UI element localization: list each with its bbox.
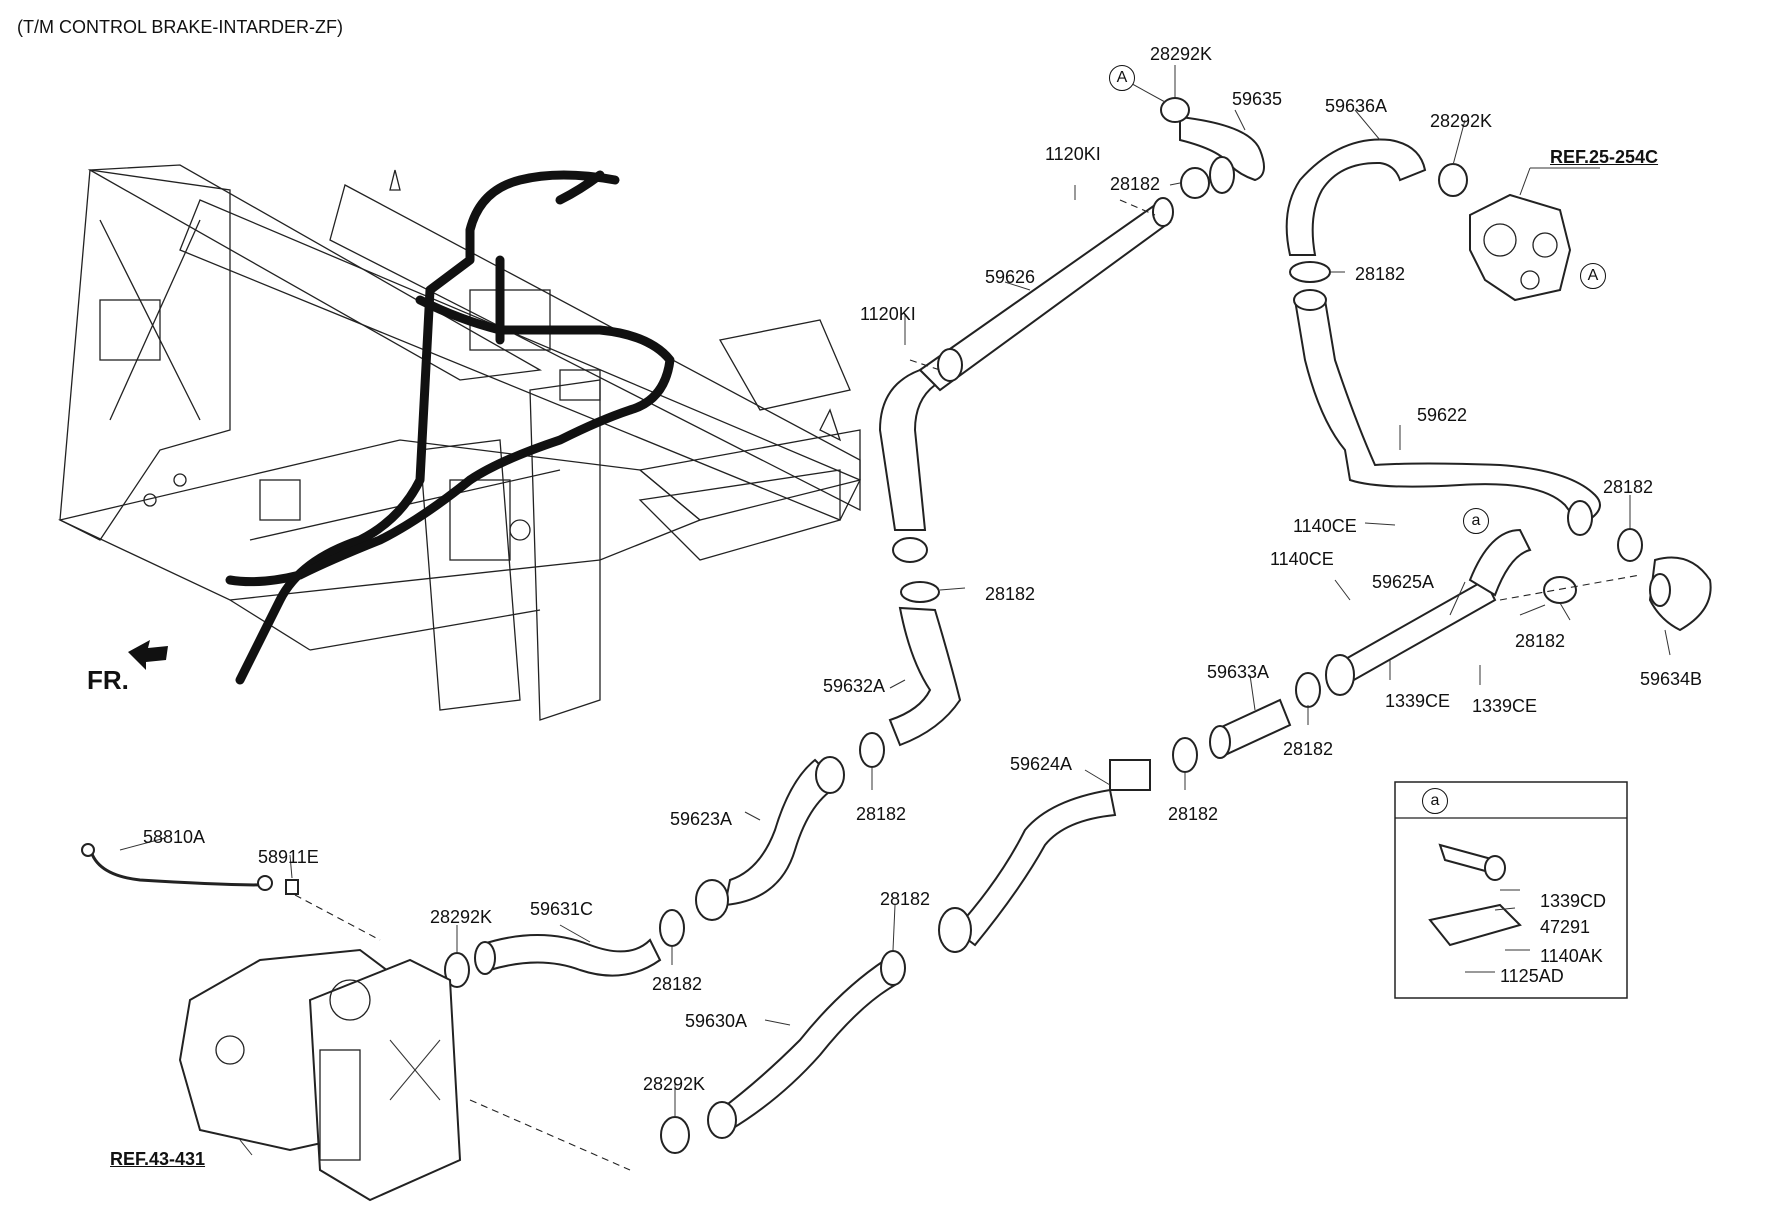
chassis-frame [58, 164, 861, 721]
part-label-47291: 47291 [1540, 917, 1591, 937]
part-label-59623a: 59623A [670, 809, 733, 829]
part-label-28292k-top: 28292K [1150, 44, 1213, 64]
marker-a-inset-circle: a [1422, 788, 1448, 814]
transmission-housing [178, 948, 462, 1202]
part-label-59622: 59622 [1417, 405, 1468, 425]
part-label-28182-center-low: 28182 [1168, 804, 1219, 824]
part-label-28182-top: 28182 [1110, 174, 1161, 194]
part-label-1125ad: 1125AD [1500, 966, 1564, 986]
part-label-28182-right-lower: 28182 [1515, 631, 1566, 651]
wiring-harness [225, 170, 675, 685]
marker-a-pump-circle: A [1580, 263, 1606, 289]
diagram-title: (T/M CONTROL BRAKE-INTARDER-ZF) [17, 17, 343, 37]
part-label-28182-mid-left: 28182 [985, 584, 1036, 604]
part-label-59633a: 59633A [1207, 662, 1270, 682]
part-label-59632a: 59632A [823, 676, 886, 696]
part-label-59636a: 59636A [1325, 96, 1388, 116]
part-label-59634b: 59634B [1640, 669, 1703, 689]
part-label-1120ki-top: 1120KI [1045, 144, 1101, 164]
part-label-28292k-left: 28292K [430, 907, 493, 927]
part-label-59635: 59635 [1232, 89, 1283, 109]
part-label-28182-mid-low: 28182 [856, 804, 907, 824]
part-label-28182-lower: 28182 [652, 974, 703, 994]
part-label-28182-lower-center: 28182 [880, 889, 931, 909]
part-label-28182-center: 28182 [1283, 739, 1334, 759]
part-label-59626: 59626 [985, 267, 1036, 287]
part-label-59625a: 59625A [1372, 572, 1435, 592]
part-label-28182-right-mid: 28182 [1603, 477, 1654, 497]
part-label-1339ce-b: 1339CE [1472, 696, 1538, 716]
part-label-1339ce-a: 1339CE [1385, 691, 1451, 711]
marker-a-callout-circle: a [1463, 508, 1489, 534]
part-label-1140ak: 1140AK [1540, 946, 1603, 966]
part-label-1140ce-b: 1140CE [1270, 549, 1334, 569]
part-label-58911e: 58911E [258, 847, 319, 867]
part-label-59624a: 59624A [1010, 754, 1073, 774]
front-direction-label: FR. [87, 665, 129, 695]
part-label-59631c: 59631C [530, 899, 594, 919]
part-label-59630a: 59630A [685, 1011, 748, 1031]
part-label-28292k-top-right: 28292K [1430, 111, 1493, 131]
part-label-28182-right-upper: 28182 [1355, 264, 1406, 284]
part-label-28292k-bottom: 28292K [643, 1074, 706, 1094]
front-arrow-icon [128, 640, 168, 670]
part-label-1120ki-mid: 1120KI [860, 304, 916, 324]
part-label-58810a: 58810A [143, 827, 206, 847]
ref-label-25-254c[interactable]: REF.25-254C [1550, 147, 1659, 167]
marker-a-upper-circle: A [1109, 65, 1135, 91]
ref-label-43-431[interactable]: REF.43-431 [110, 1149, 206, 1169]
part-label-1140ce-a: 1140CE [1293, 516, 1357, 536]
part-label-1339cd: 1339CD [1540, 891, 1607, 911]
dashed-leaders [294, 199, 1641, 1171]
leader-lines [119, 65, 1671, 1156]
water-pump-housing [1469, 193, 1572, 302]
